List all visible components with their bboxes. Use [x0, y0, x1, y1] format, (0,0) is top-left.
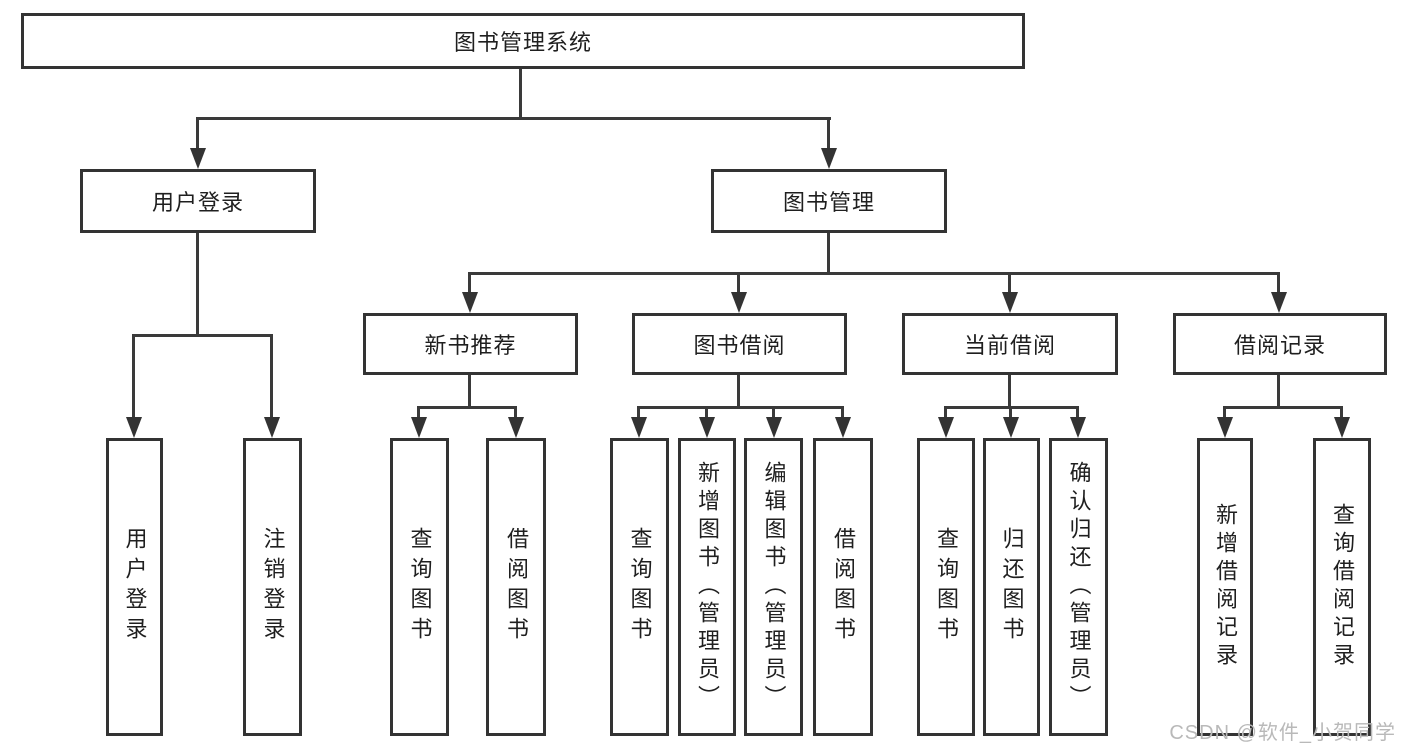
- leaf-confirm-return-admin: 确认归还（管理员）: [1049, 438, 1108, 736]
- connector-borrow-records-splitter: [1223, 406, 1343, 409]
- leaf-recommend-query-books: 查询图书: [390, 438, 449, 736]
- arrowhead-leaf-user-login: [126, 417, 142, 438]
- connector-root-splitter: [196, 117, 831, 120]
- arrowhead-recommend-query: [411, 417, 427, 438]
- connector-book-management-stem: [827, 233, 830, 275]
- connector-stem-leaf-user-login: [132, 334, 135, 420]
- arrowhead-borrow-query: [631, 417, 647, 438]
- leaf-return-books: 归还图书: [983, 438, 1040, 736]
- connector-book-borrow-stem: [737, 375, 740, 409]
- arrowhead-recommend-borrow: [508, 417, 524, 438]
- node-book-borrow: 图书借阅: [632, 313, 847, 375]
- connector-stem-borrow-query: [637, 406, 640, 420]
- leaf-borrow-query-books: 查询图书: [610, 438, 669, 736]
- node-current-borrow-label: 当前借阅: [963, 333, 1056, 358]
- leaf-borrow-books: 借阅图书: [813, 438, 873, 736]
- leaf-user-login-label: 用户登录: [122, 527, 148, 647]
- node-borrow-records: 借阅记录: [1173, 313, 1387, 375]
- arrowhead-edit-books: [766, 417, 782, 438]
- connector-stem-confirm-return: [1076, 406, 1079, 420]
- leaf-recommend-borrow-books: 借阅图书: [486, 438, 546, 736]
- node-user-login: 用户登录: [80, 169, 316, 233]
- connector-stem-recommend-query: [417, 406, 420, 420]
- arrowhead-borrow-records: [1271, 292, 1287, 313]
- connector-stem-add-record: [1223, 406, 1226, 420]
- connector-current-borrow-stem: [1008, 375, 1011, 409]
- connector-borrow-records-stem: [1277, 375, 1280, 409]
- leaf-current-query-books-label: 查询图书: [934, 527, 959, 647]
- node-root: 图书管理系统: [21, 13, 1025, 69]
- connector-stem-borrow-records: [1277, 272, 1280, 295]
- leaf-edit-books-admin: 编辑图书（管理员）: [744, 438, 803, 736]
- leaf-confirm-return-admin-label: 确认归还（管理员）: [1066, 461, 1092, 713]
- leaf-recommend-query-books-label: 查询图书: [407, 527, 433, 647]
- arrowhead-query-record: [1334, 417, 1350, 438]
- arrowhead-new-book-recommend: [462, 292, 478, 313]
- connector-book-management-splitter: [468, 272, 1280, 275]
- leaf-add-borrow-record-label: 新增借阅记录: [1213, 503, 1238, 671]
- connector-stem-edit-books: [772, 406, 775, 420]
- leaf-query-borrow-record: 查询借阅记录: [1313, 438, 1371, 736]
- arrowhead-book-management: [821, 148, 837, 169]
- connector-stem-add-books: [705, 406, 708, 420]
- arrowhead-current-query: [938, 417, 954, 438]
- node-new-book-recommend-label: 新书推荐: [424, 333, 517, 358]
- connector-stem-book-borrow: [737, 272, 740, 295]
- leaf-add-books-admin: 新增图书（管理员）: [678, 438, 736, 736]
- leaf-borrow-query-books-label: 查询图书: [627, 527, 653, 647]
- arrowhead-return-books: [1003, 417, 1019, 438]
- connector-stem-book-management: [827, 117, 830, 151]
- leaf-borrow-books-label: 借阅图书: [831, 527, 856, 647]
- node-new-book-recommend: 新书推荐: [363, 313, 578, 375]
- leaf-query-borrow-record-label: 查询借阅记录: [1330, 503, 1355, 671]
- leaf-add-borrow-record: 新增借阅记录: [1197, 438, 1253, 736]
- arrowhead-current-borrow: [1002, 292, 1018, 313]
- leaf-recommend-borrow-books-label: 借阅图书: [504, 527, 529, 647]
- node-borrow-records-label: 借阅记录: [1233, 333, 1326, 358]
- leaf-edit-books-admin-label: 编辑图书（管理员）: [761, 461, 787, 713]
- arrowhead-leaf-logout: [264, 417, 280, 438]
- connector-recommend-splitter: [417, 406, 517, 409]
- arrowhead-add-record: [1217, 417, 1233, 438]
- connector-user-login-splitter: [132, 334, 273, 337]
- connector-stem-current-borrow: [1008, 272, 1011, 295]
- arrowhead-borrow-books: [835, 417, 851, 438]
- node-book-borrow-label: 图书借阅: [693, 333, 786, 358]
- arrowhead-book-borrow: [731, 292, 747, 313]
- leaf-user-login: 用户登录: [106, 438, 163, 736]
- connector-stem-user-login: [196, 117, 199, 151]
- connector-stem-leaf-logout: [270, 334, 273, 420]
- node-book-management: 图书管理: [711, 169, 947, 233]
- node-root-label: 图书管理系统: [453, 30, 592, 55]
- node-current-borrow: 当前借阅: [902, 313, 1118, 375]
- connector-stem-borrow-books: [841, 406, 844, 420]
- connector-recommend-stem: [468, 375, 471, 409]
- arrowhead-add-books: [699, 417, 715, 438]
- connector-book-borrow-splitter: [637, 406, 844, 409]
- arrowhead-confirm-return: [1070, 417, 1086, 438]
- connector-stem-recommend-borrow: [514, 406, 517, 420]
- arrowhead-user-login: [190, 148, 206, 169]
- watermark: CSDN @软件_小贺同学: [1169, 722, 1396, 744]
- connector-stem-new-book-recommend: [468, 272, 471, 295]
- connector-stem-query-record: [1340, 406, 1343, 420]
- node-user-login-label: 用户登录: [151, 190, 244, 215]
- leaf-add-books-admin-label: 新增图书（管理员）: [695, 461, 720, 713]
- connector-user-login-stem: [196, 233, 199, 337]
- connector-stem-return-books: [1009, 406, 1012, 420]
- leaf-logout-label: 注销登录: [260, 527, 286, 647]
- leaf-current-query-books: 查询图书: [917, 438, 975, 736]
- connector-stem-current-query: [944, 406, 947, 420]
- leaf-logout: 注销登录: [243, 438, 302, 736]
- connector-root-stem: [519, 69, 522, 120]
- leaf-return-books-label: 归还图书: [999, 527, 1025, 647]
- node-book-management-label: 图书管理: [782, 190, 875, 215]
